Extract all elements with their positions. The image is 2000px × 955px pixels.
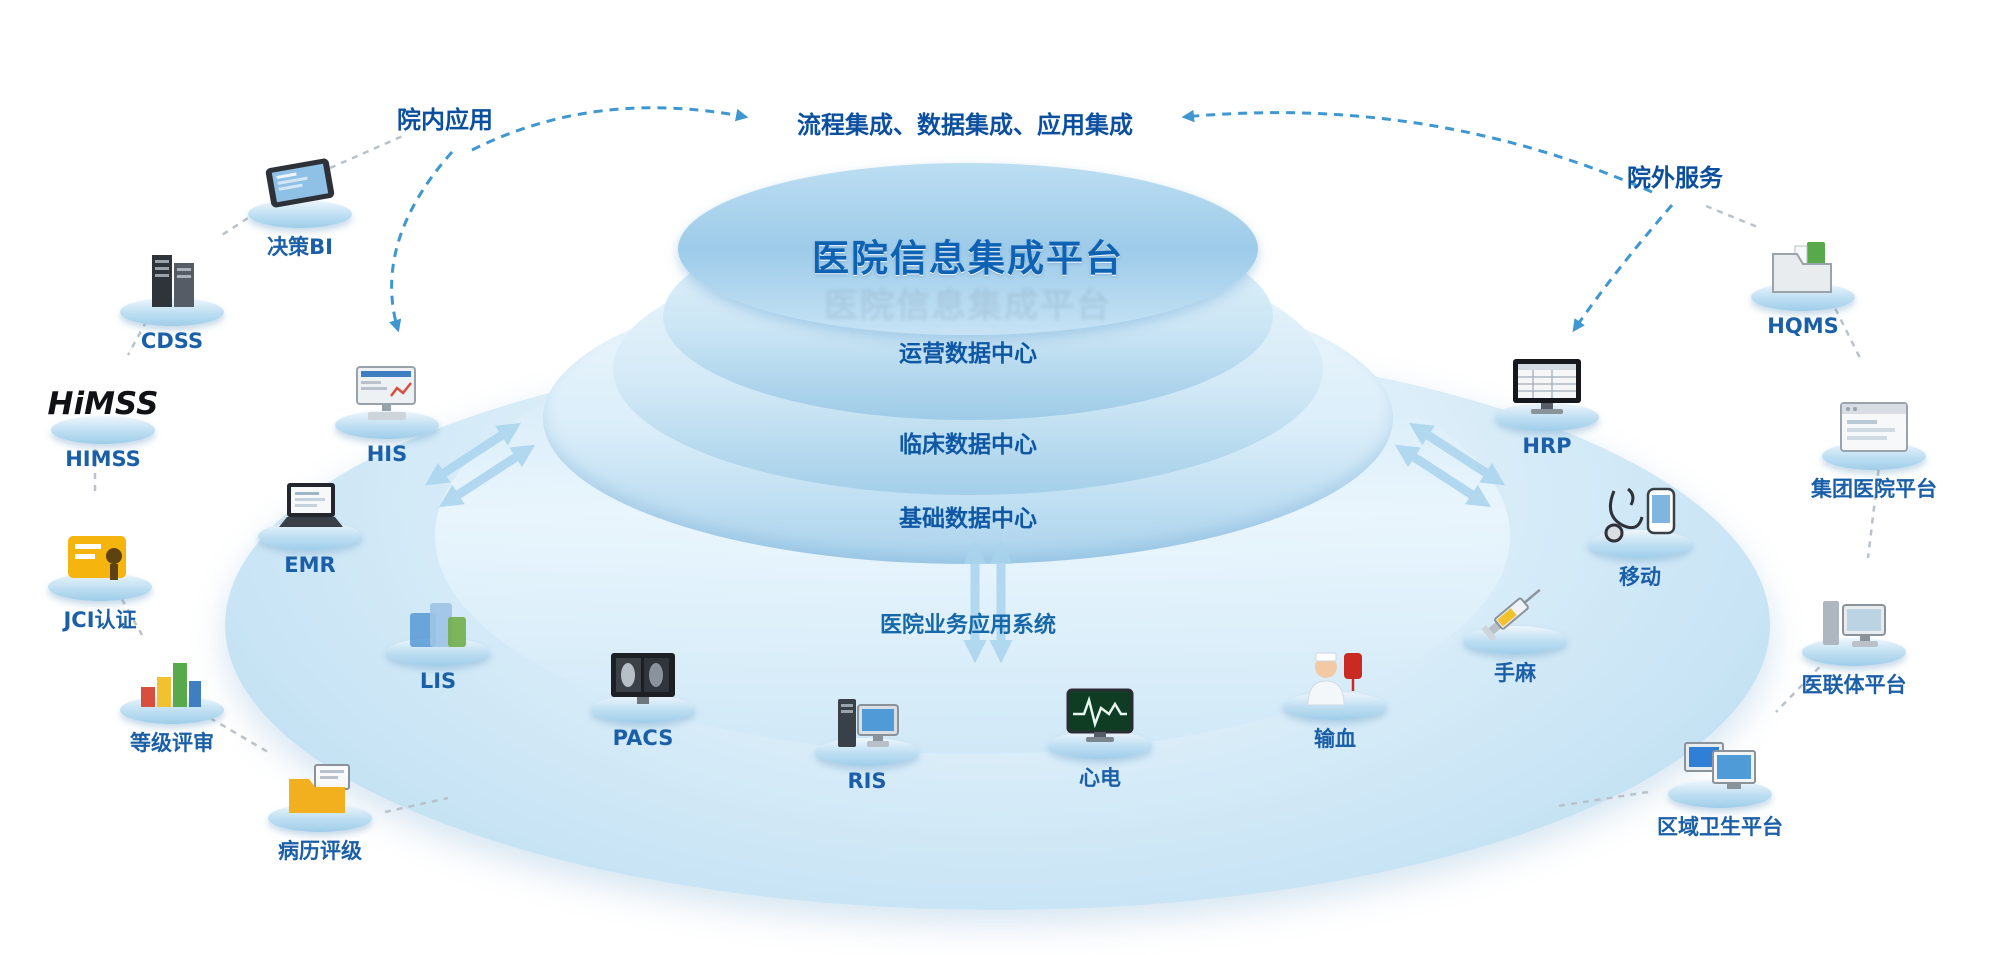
node-emr: EMR <box>225 462 395 577</box>
node-ris: RIS <box>782 678 952 793</box>
arc-right-to-banner <box>1181 109 1653 194</box>
arc-right-to-platform <box>1572 204 1674 333</box>
node-label: 移动 <box>1619 565 1661 589</box>
node-label: EMR <box>284 553 336 577</box>
node-label: 等级评审 <box>130 731 214 755</box>
node-label: 区域卫生平台 <box>1657 815 1783 839</box>
browser-window-icon <box>1840 402 1908 452</box>
node-cdss: CDSS <box>87 238 257 353</box>
node-ecg: 心电 <box>1015 671 1185 792</box>
base-system-label: 医院业务应用系统 <box>879 613 1057 638</box>
node-pacs: PACS <box>558 635 728 750</box>
pedestal <box>815 738 919 766</box>
integration-banner: 流程集成、数据集成、应用集成 <box>797 111 1133 139</box>
node-his: HIS <box>302 351 472 466</box>
desktop-monitor-icon <box>356 366 416 420</box>
node-lis: LIS <box>353 578 523 693</box>
syringe-icon <box>1481 588 1541 641</box>
node-label: 手麻 <box>1494 661 1536 685</box>
pedestal <box>51 416 155 444</box>
bar-chart-icon <box>141 663 201 707</box>
node-record-rating: 病历评级 <box>235 744 405 865</box>
node-label: LIS <box>419 669 457 693</box>
arc-left-to-platform <box>389 151 454 333</box>
node-group-hospital: 集团医院平台 <box>1789 382 1959 503</box>
node-label: 集团医院平台 <box>1811 477 1937 501</box>
node-label: 病历评级 <box>278 839 362 863</box>
node-label: HIMSS <box>65 447 141 471</box>
node-label: 医联体平台 <box>1801 673 1907 697</box>
platform-top-cap <box>678 163 1258 335</box>
spreadsheet-monitor-icon <box>1513 359 1581 414</box>
node-label: HRP <box>1522 434 1572 458</box>
nurse-blood-bag-icon <box>1307 652 1362 706</box>
node-alliance: 医联体平台 <box>1769 578 1939 699</box>
pedestal <box>1463 626 1567 654</box>
node-label: 心电 <box>1079 766 1121 790</box>
left-section-heading: 院内应用 <box>397 106 493 134</box>
workstation-icon <box>838 699 899 747</box>
node-label: HQMS <box>1767 314 1839 338</box>
tier-label-basic-data: 基础数据中心 <box>899 506 1037 532</box>
platform-title-reflection: 医院信息集成平台 <box>824 286 1112 326</box>
node-grade-review: 等级评审 <box>87 636 257 757</box>
himss-logo: HiMSS <box>47 386 159 422</box>
node-label: RIS <box>847 769 887 793</box>
node-label: CDSS <box>140 329 204 353</box>
pc-workstation-icon <box>1823 601 1886 647</box>
node-anesthesia: 手麻 <box>1430 566 1600 687</box>
laptop-icon <box>279 483 343 527</box>
folder-archive-icon <box>1772 242 1832 293</box>
stethoscope-phone-icon <box>1604 487 1676 543</box>
pedestal <box>120 696 224 724</box>
node-blood: 输血 <box>1250 632 1420 753</box>
node-label: HIS <box>366 442 408 466</box>
tier-label-operation-data: 运营数据中心 <box>899 341 1037 367</box>
node-label: 决策BI <box>267 235 333 259</box>
lab-containers-icon <box>410 603 466 647</box>
folder-monitor-icon <box>289 764 350 813</box>
node-jci: JCI认证 <box>15 513 185 634</box>
platform-title: 医院信息集成平台 <box>812 237 1124 280</box>
node-himss: HiMSS HIMSS <box>18 356 188 471</box>
right-section-heading: 院外服务 <box>1627 164 1723 192</box>
pedestal <box>1668 780 1772 808</box>
node-mobile: 移动 <box>1555 470 1725 591</box>
ecg-monitor-icon <box>1066 688 1134 742</box>
arc-left-to-banner <box>471 106 749 152</box>
node-hqms: HQMS <box>1718 223 1888 338</box>
xray-monitor-icon <box>611 653 675 704</box>
node-hrp: HRP <box>1462 343 1632 458</box>
node-label: 输血 <box>1314 727 1356 751</box>
tablet-icon <box>265 158 335 208</box>
tier-label-clinical-data: 临床数据中心 <box>899 432 1037 458</box>
dual-monitors-icon <box>1684 742 1756 789</box>
node-label: JCI认证 <box>63 608 137 632</box>
node-regional-health: 区域卫生平台 <box>1635 720 1805 841</box>
certificate-icon <box>68 536 126 580</box>
server-icon <box>152 255 194 307</box>
node-label: PACS <box>612 726 674 750</box>
